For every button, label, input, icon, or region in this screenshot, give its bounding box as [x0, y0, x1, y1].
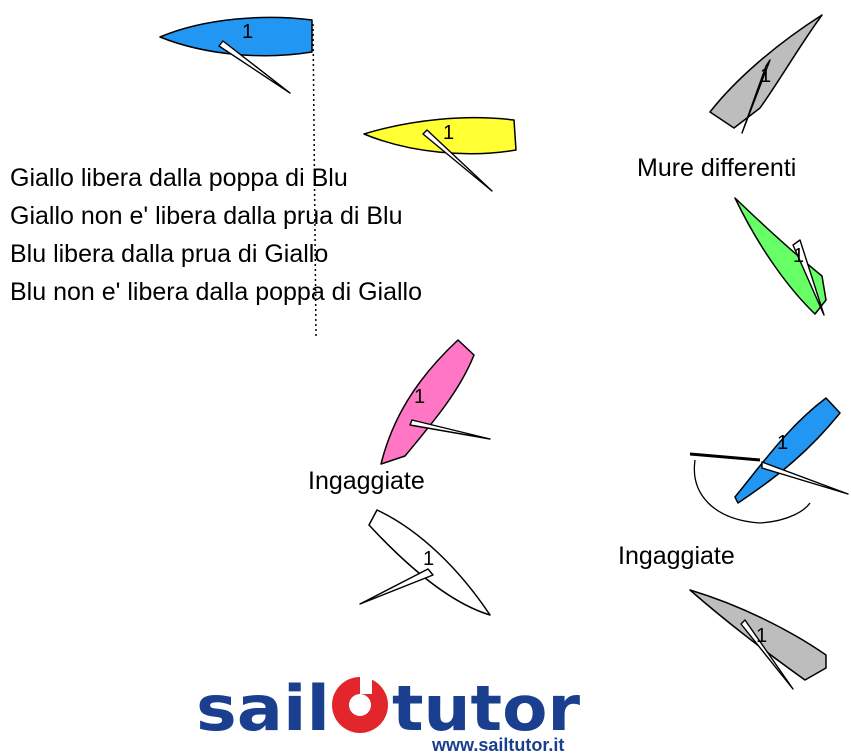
boat-sail: [740, 619, 794, 690]
statement-3: Blu libera dalla prua di Giallo: [10, 240, 328, 268]
boat-grey-top-right: 1: [709, 14, 823, 134]
boat-sail: [792, 239, 825, 316]
boat-hull: [159, 16, 313, 57]
boat-hull: [368, 509, 491, 616]
boat-white: 1: [359, 509, 491, 616]
boat-number: 1: [414, 386, 425, 408]
label-mure-differenti: Mure differenti: [637, 154, 796, 182]
boat-number: 1: [756, 625, 767, 647]
statement-4: Blu non e' libera dalla poppa di Giallo: [10, 278, 422, 306]
boat-number: 1: [242, 21, 253, 43]
label-ingaggiate-right: Ingaggiate: [618, 542, 735, 570]
overlap-reference-line: [312, 23, 317, 337]
boat-blue-right: 1: [689, 397, 849, 524]
boat-pink: 1: [380, 339, 491, 465]
boat-sail: [409, 419, 491, 440]
boat-hull: [363, 116, 517, 155]
boat-sail: [218, 40, 291, 94]
boat-number: 1: [423, 548, 434, 570]
boat-hull: [734, 397, 841, 504]
statement-1: Giallo libera dalla poppa di Blu: [10, 164, 348, 192]
boat-blue-top: 1: [159, 16, 313, 94]
boat-sail: [761, 461, 849, 495]
logo-word-sail: sail: [196, 672, 330, 745]
rule-statements: Giallo libera dalla poppa di Blu Giallo …: [10, 164, 422, 306]
boat-number: 1: [443, 122, 454, 144]
boat-grey-bottom-right: 1: [689, 589, 827, 690]
boat-sail: [741, 59, 771, 134]
boat-hull: [734, 197, 827, 315]
boat-number: 1: [793, 245, 804, 267]
label-ingaggiate-center: Ingaggiate: [308, 467, 425, 495]
boat-green: 1: [734, 197, 827, 316]
boat-hull: [380, 339, 475, 465]
boat-sail: [359, 568, 434, 605]
logo-url: www.sailtutor.it: [431, 735, 564, 755]
boat-number: 1: [777, 432, 788, 454]
logo-word-tutor: tutor: [392, 672, 580, 745]
statement-2: Giallo non e' libera dalla prua di Blu: [10, 202, 403, 230]
boat-hull: [689, 589, 827, 681]
boat-sail: [422, 129, 493, 192]
boat-yellow: 1: [363, 116, 517, 192]
overlap-arc: [693, 459, 811, 524]
logo-swirl-icon: [332, 668, 388, 733]
boat-number: 1: [760, 65, 771, 87]
sailtutor-logo: sail tutor www.sailtutor.it: [196, 668, 580, 755]
overlap-line: [689, 452, 761, 462]
